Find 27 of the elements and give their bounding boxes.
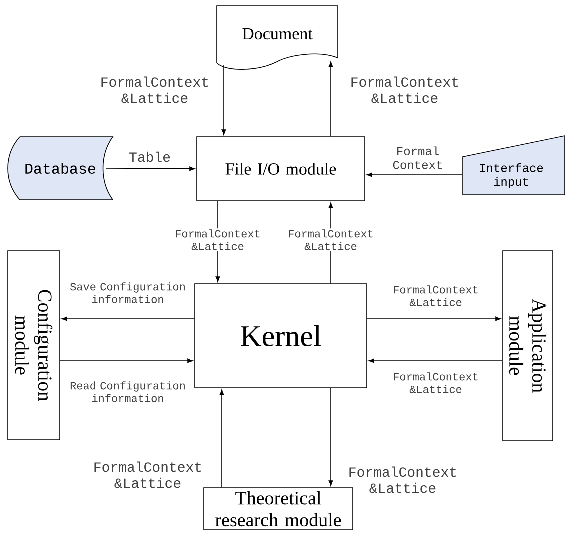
edge-label: FormalContext &Lattice [102, 76, 208, 104]
edge-label: FormalContext &Lattice [394, 286, 478, 306]
arrow [62, 316, 195, 322]
edge-label: Table [130, 152, 170, 162]
edge-label: Formal Context [393, 146, 442, 170]
edge-label: FormalContext &Lattice [352, 76, 458, 104]
module-box: Kernel [194, 284, 368, 388]
arrow [328, 62, 334, 137]
module-box: Application module [502, 250, 554, 442]
arrow [368, 358, 503, 364]
arrow [220, 390, 224, 488]
arrow [328, 388, 334, 486]
arrow [222, 65, 226, 136]
edge-label: FormalContext &Lattice [282, 228, 380, 252]
arrow [367, 316, 502, 322]
edge-label: Save Configuration information [70, 282, 185, 304]
arrow [366, 172, 463, 178]
module-box: File I/O module [196, 136, 366, 202]
arrow [106, 166, 196, 172]
edge-label: FormalContext &Lattice [394, 372, 478, 394]
module-box: Theoretical research module [204, 488, 354, 530]
database-shape: Database [8, 136, 114, 200]
edge-label: Read Configuration information [70, 382, 185, 402]
arrow [60, 358, 194, 364]
module-box: Configuration module [8, 250, 60, 440]
edge-label: FormalContext &Lattice [94, 462, 202, 488]
edge-label: FormalContext &Lattice [170, 228, 266, 252]
